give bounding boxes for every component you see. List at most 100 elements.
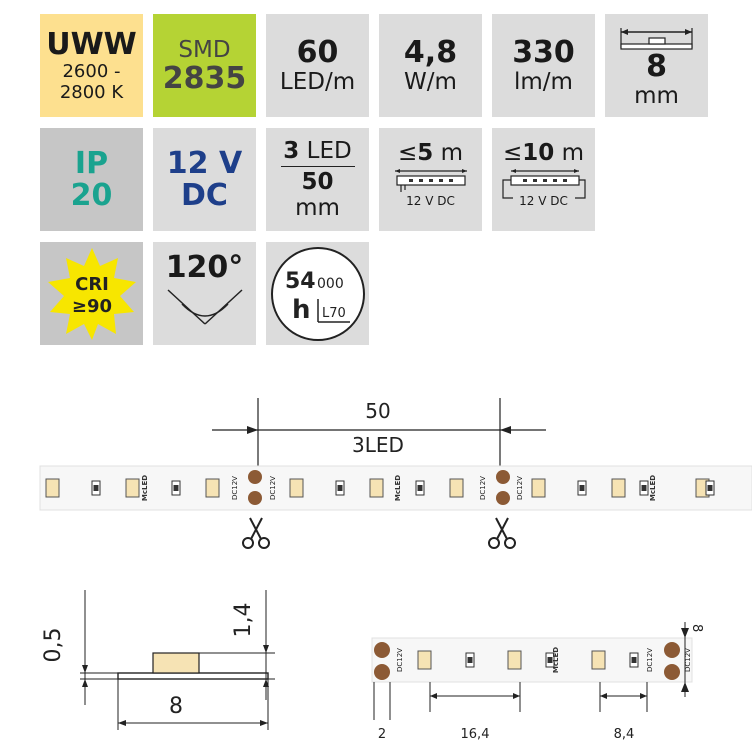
tile-voltage: 12 V DC [153, 128, 256, 231]
resistor-core [93, 485, 99, 491]
strip-detail-segment [417, 650, 639, 670]
detail-pad-label-right-a: DC12V [646, 648, 654, 672]
lifetime-icon: 54 000 h L70 [270, 246, 365, 341]
tile-led-density: 60 LED/m [266, 14, 369, 117]
detail-pitch: 8,4 [614, 727, 635, 742]
pad-label-left: DC12V [269, 476, 277, 500]
led-chip [45, 478, 60, 498]
detail-brand-mark: McLED [552, 647, 560, 673]
detail-width: 8 [689, 624, 704, 632]
pad-label-right: DC12V [516, 476, 524, 500]
led-chip [205, 478, 220, 498]
cut-divider [280, 166, 355, 167]
led-density-value: 60 [296, 34, 339, 70]
detail-resistor-core [631, 657, 637, 663]
ip-label: IP [74, 145, 109, 181]
color-range-end: 2800 K [59, 81, 124, 103]
scissors-icon [242, 517, 270, 549]
max5-line: ≤5 m [398, 140, 463, 166]
solder-pad-right: DC12V DC12V [479, 470, 524, 505]
tile-smd-type: SMD 2835 [153, 14, 256, 117]
tile-luminous-flux: 330 lm/m [492, 14, 595, 117]
profile-width: 8 [169, 694, 183, 719]
beam-angle-icon [166, 289, 243, 325]
led-chip [449, 478, 464, 498]
dual-feed-icon [501, 169, 586, 199]
detail-pad-label-right-b: DC12V [684, 648, 692, 672]
led-chip [369, 478, 384, 498]
solder-pad-left: DC12V DC12V [231, 470, 277, 505]
detail-edge: 2 [378, 727, 386, 742]
led-density-unit: LED/m [279, 68, 356, 95]
max5-supply: 12 V DC [406, 194, 455, 208]
tile-cri: CRI ≥90 [40, 242, 143, 345]
detail-pitch-group: 16,4 [461, 727, 490, 742]
detail-pad-right: DC12V DC12V [646, 642, 692, 680]
resistor-core [641, 485, 647, 491]
resistor-core [417, 485, 423, 491]
cut-dim-group: 3LED [352, 433, 404, 457]
power-unit: W/m [404, 68, 457, 95]
detail-resistor-core [547, 657, 553, 663]
life-big: 54 [285, 269, 316, 294]
power-value: 4,8 [403, 34, 458, 70]
cut-unit: mm [295, 195, 340, 221]
led-chip [531, 478, 546, 498]
cut-led-line: 3 LED [283, 138, 351, 164]
max5-length: 5 [417, 140, 434, 166]
life-hours: h [292, 295, 311, 325]
tile-max-length-dual: ≤10 m 12 V DC [492, 128, 595, 231]
resistor-core [579, 485, 585, 491]
lumen-value: 330 [512, 34, 575, 70]
max10-unit: m [561, 140, 584, 166]
tile-ip-rating: IP 20 [40, 128, 143, 231]
brand-mark-3: McLED [649, 475, 657, 501]
brand-mark-2: McLED [394, 475, 402, 501]
max5-prefix: ≤ [397, 140, 418, 166]
led-chip [611, 478, 626, 498]
max10-supply: 12 V DC [519, 194, 568, 208]
tile-max-length-single: ≤5 m 12 V DC [379, 128, 482, 231]
cri-label: CRI [75, 274, 109, 295]
resistor-core [173, 485, 179, 491]
profile-height: 1,4 [231, 603, 256, 638]
voltage-value: 12 V [166, 145, 243, 181]
tile-lifetime: 54 000 h L70 [266, 242, 369, 345]
cri-value: ≥90 [71, 296, 111, 317]
detail-led-chip [591, 650, 606, 670]
color-range-start: 2600 - [62, 60, 121, 82]
tile-strip-width: 8 mm [605, 14, 708, 117]
tile-cutting-unit: 3 LED 50 mm [266, 128, 369, 231]
cri-star-icon: CRI ≥90 [47, 247, 136, 340]
life-small: 000 [317, 276, 344, 292]
led-chip [289, 478, 304, 498]
detail-resistor-core [467, 657, 473, 663]
max5-unit: m [440, 140, 463, 166]
detail-led-chip [507, 650, 522, 670]
strip-segment [45, 478, 715, 498]
angle-value: 120° [165, 250, 244, 285]
tile-beam-angle: 120° [153, 242, 256, 345]
detail-pad-label-left: DC12V [396, 648, 404, 672]
life-rating: L70 [322, 306, 346, 321]
color-code: UWW [46, 26, 137, 62]
width-value: 8 [646, 49, 667, 84]
resistor-core [707, 485, 713, 491]
smd-label: SMD [178, 36, 231, 63]
tile-color-temperature: UWW 2600 - 2800 K [40, 14, 143, 117]
scissors-icon [488, 517, 516, 549]
strip-width-icon [620, 28, 693, 50]
max10-line: ≤10 m [503, 140, 584, 166]
resistor-core [337, 485, 343, 491]
max10-length: 10 [522, 140, 555, 166]
profile-diagram: 0,5 1,4 8 [41, 590, 275, 730]
profile-thickness: 0,5 [41, 628, 66, 663]
ip-value: 20 [70, 177, 113, 213]
pad-label-left-b: DC12V [231, 476, 239, 500]
cut-led-count: 3 [283, 138, 300, 164]
tile-power: 4,8 W/m [379, 14, 482, 117]
cut-length: 50 [301, 169, 334, 195]
strip-cut-diagram: 50 3LED DC12V DC12V DC12V DC12V McLED Mc… [39, 398, 752, 549]
voltage-type: DC [181, 177, 228, 213]
pad-label-right-b: DC12V [479, 476, 487, 500]
